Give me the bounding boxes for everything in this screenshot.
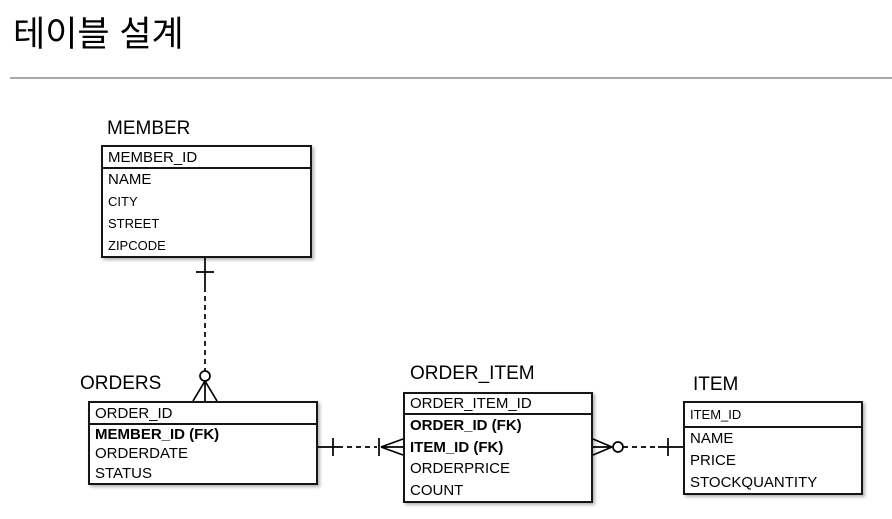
attribute-row: PRICE xyxy=(690,452,736,469)
fk-attribute-row: ITEM_ID (FK) xyxy=(410,438,504,456)
crow-foot-icon xyxy=(380,438,404,456)
attribute-row: NAME xyxy=(108,171,152,189)
relationship-orderitem-item xyxy=(592,438,683,456)
attribute-row: COUNT xyxy=(410,481,464,499)
entity-item-box: ITEM_ID NAME PRICE STOCKQUANTITY xyxy=(683,401,863,495)
entity-member-box: MEMBER_ID NAME CITY STREET ZIPCODE xyxy=(101,145,312,258)
fk-attribute-row: ORDER_ID (FK) xyxy=(410,417,522,435)
title-divider xyxy=(10,77,892,79)
pk-row: ITEM_ID xyxy=(685,403,861,428)
pk-row: ORDER_ITEM_ID xyxy=(405,394,591,415)
entity-orders: ORDERS ORDER_ID MEMBER_ID (FK) ORDERDATE… xyxy=(80,373,318,485)
attribute-row: ZIPCODE xyxy=(108,237,166,253)
attribute-row: ORDERPRICE xyxy=(410,460,511,478)
entity-order-item: ORDER_ITEM ORDER_ITEM_ID ORDER_ID (FK) I… xyxy=(403,363,593,503)
relationship-member-orders xyxy=(192,258,218,402)
entity-member-name: MEMBER xyxy=(107,118,191,139)
page-title: 테이블 설계 xyxy=(13,15,184,54)
entity-orders-box: ORDER_ID MEMBER_ID (FK) ORDERDATE STATUS xyxy=(88,401,318,485)
entity-member: MEMBER MEMBER_ID NAME CITY STREET ZIPCOD… xyxy=(101,118,312,258)
one-marker xyxy=(658,438,683,456)
attribute-row: STATUS xyxy=(95,464,152,482)
relationship-orders-orderitem xyxy=(318,438,404,456)
entity-orders-name: ORDERS xyxy=(80,373,162,394)
entity-item-name: ITEM xyxy=(693,374,739,395)
one-marker xyxy=(318,438,338,456)
entity-order-item-name: ORDER_ITEM xyxy=(410,363,535,384)
attribute-row: NAME xyxy=(690,430,734,448)
crow-foot-icon xyxy=(192,380,218,402)
attribute-row: ORDERDATE xyxy=(95,445,189,463)
zero-marker xyxy=(612,441,624,453)
fk-attribute-row: MEMBER_ID (FK) xyxy=(95,426,220,444)
zero-marker xyxy=(199,370,211,382)
pk-row: ORDER_ID xyxy=(90,403,316,425)
attribute-row: STOCKQUANTITY xyxy=(690,473,818,491)
one-marker xyxy=(196,258,214,287)
entity-order-item-box: ORDER_ITEM_ID ORDER_ID (FK) ITEM_ID (FK)… xyxy=(403,392,593,503)
entity-item: ITEM ITEM_ID NAME PRICE STOCKQUANTITY xyxy=(683,374,863,495)
pk-row: MEMBER_ID xyxy=(103,147,310,169)
attribute-row: CITY xyxy=(108,194,138,210)
crow-foot-icon xyxy=(592,438,613,456)
attribute-row: STREET xyxy=(108,215,160,231)
